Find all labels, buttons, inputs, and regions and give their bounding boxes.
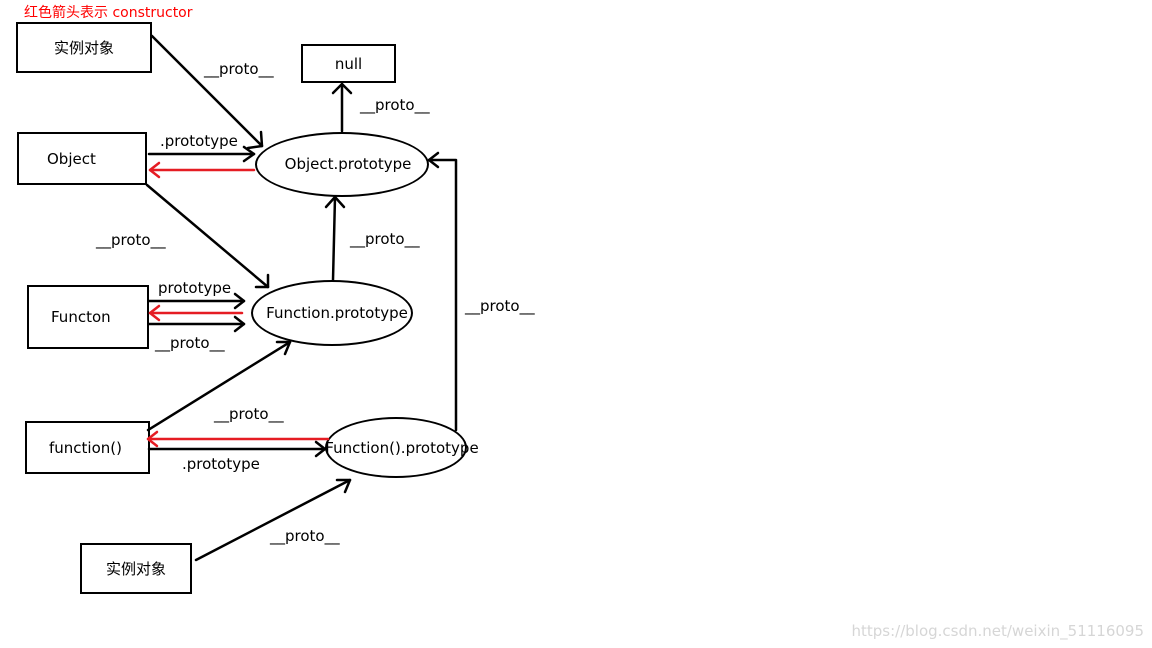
node-object-prototype (255, 132, 429, 197)
label-objproto-null-proto: __proto__ (360, 96, 430, 114)
node-object-prototype-label: Object.prototype (284, 155, 412, 173)
arrowhead-object-prototype (242, 145, 256, 163)
node-instance-object-top: 实例对象 (16, 22, 152, 73)
constructor-arrowhead-fncall (146, 430, 159, 448)
label-object-proto: __proto__ (96, 231, 166, 249)
label-functon-proto: __proto__ (155, 334, 225, 352)
arrowhead-objproto-null (331, 82, 353, 95)
arrowhead-fncallproto-objproto (427, 151, 440, 169)
node-function-call-prototype-label: Function().prototype (325, 439, 479, 457)
arrowhead-fncall-funcproto (275, 340, 292, 356)
arrow-object-proto (145, 183, 270, 289)
node-null-label: null (334, 54, 363, 73)
arrow-instance-top-proto (150, 34, 264, 148)
label-instance-top-proto: __proto__ (204, 60, 274, 78)
label-object-prototype: .prototype (160, 132, 238, 150)
arrowhead-functon-proto (233, 315, 246, 333)
watermark-text: https://blog.csdn.net/weixin_51116095 (851, 622, 1144, 640)
node-function-call: function() (25, 421, 150, 474)
arrow-fncall-funcproto (146, 340, 292, 432)
arrow-instance-bottom-proto (194, 478, 352, 562)
arrow-funcproto-objproto (331, 195, 337, 282)
node-object: Object (17, 132, 147, 185)
label-fncall-funcproto-proto: __proto__ (214, 405, 284, 423)
node-functon-label: Functon (51, 308, 111, 326)
arrowhead-instance-top-proto (246, 130, 264, 150)
node-function-prototype-label: Function.prototype (266, 304, 408, 322)
label-instance-bottom-proto: __proto__ (270, 527, 340, 545)
label-fncall-prototype: .prototype (182, 455, 260, 473)
constructor-arrowhead-object (148, 161, 161, 179)
legend-text: 红色箭头表示 constructor (24, 5, 193, 21)
node-functon: Functon (27, 285, 149, 349)
arrowhead-instance-bottom-proto (335, 478, 352, 494)
label-funcproto-objproto-proto: __proto__ (350, 230, 420, 248)
label-functon-prototype: prototype (158, 279, 232, 297)
label-fncallproto-objproto-proto: __proto__ (465, 297, 535, 315)
node-instance-object-top-label: 实例对象 (53, 39, 114, 57)
node-function-prototype (251, 280, 413, 346)
arrowhead-fncall-prototype (314, 440, 327, 458)
arrow-fncallproto-objproto (427, 158, 458, 432)
node-function-call-prototype (325, 417, 467, 478)
constructor-arrowhead-functon (148, 304, 161, 322)
arrowhead-functon-prototype (233, 292, 246, 310)
node-object-label: Object (47, 149, 96, 168)
node-function-call-label: function() (49, 438, 122, 457)
arrowhead-object-proto (254, 273, 270, 289)
node-instance-object-bottom: 实例对象 (80, 543, 192, 594)
node-null: null (301, 44, 396, 83)
node-instance-object-bottom-label: 实例对象 (105, 560, 166, 578)
arrowhead-funcproto-objproto (324, 195, 346, 209)
